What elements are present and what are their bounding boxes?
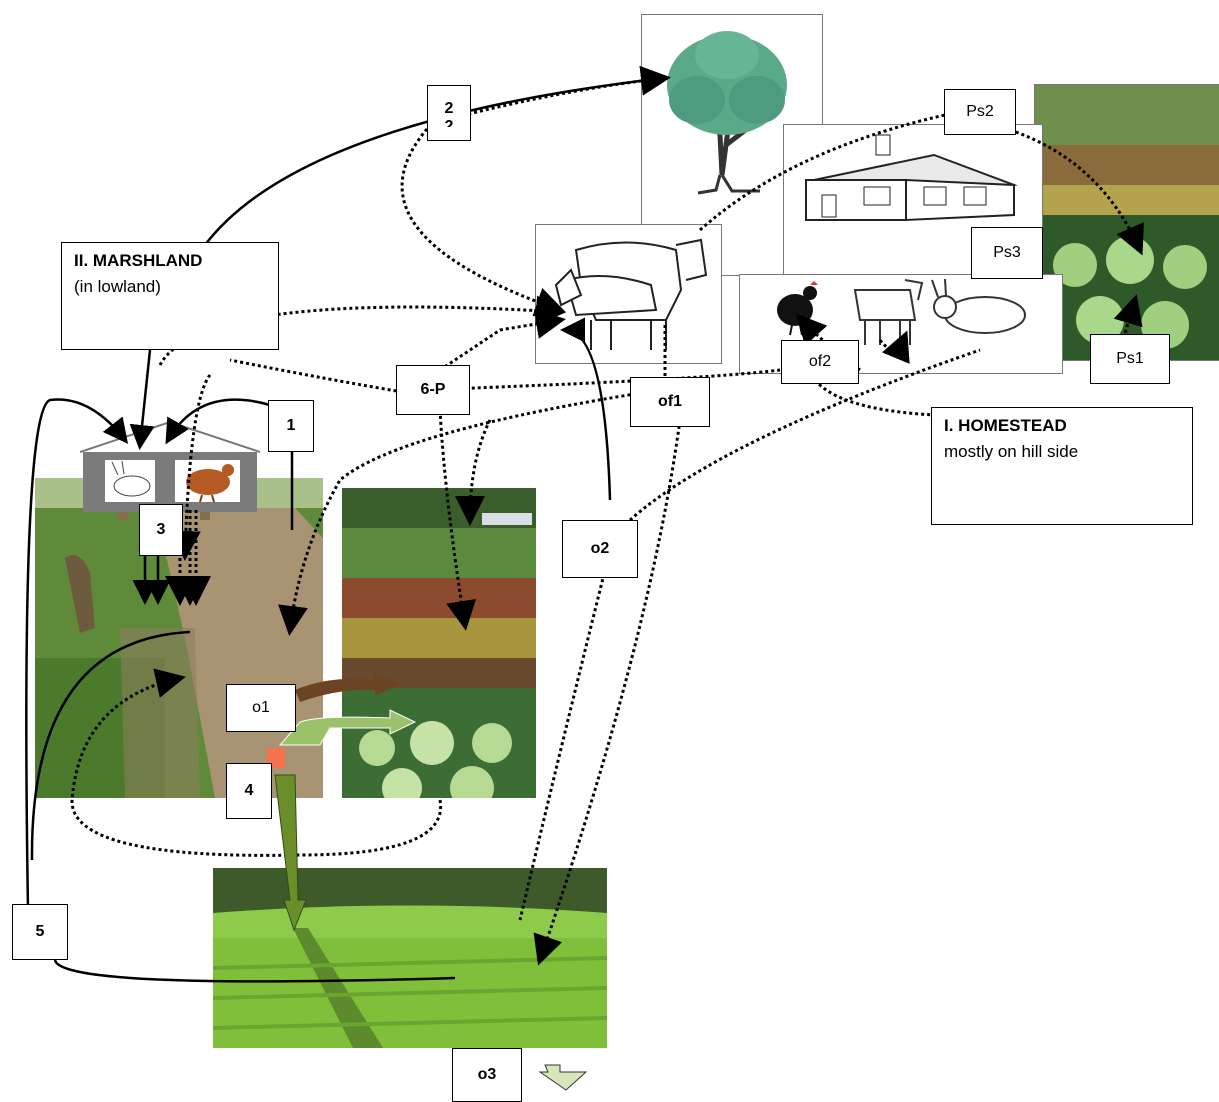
label-1: 1 <box>268 400 314 452</box>
label-o1: o1 <box>226 684 296 732</box>
marshland-label-box: II. MARSHLAND (in lowland) <box>61 242 279 350</box>
label-4-text: 4 <box>244 782 254 799</box>
homestead-subtitle: mostly on hill side <box>944 442 1079 461</box>
label-of1-text: of1 <box>658 393 682 410</box>
label-3: 3 <box>139 504 183 556</box>
label-2-line2: 2 <box>444 117 454 127</box>
label-ps2: Ps2 <box>944 89 1016 135</box>
label-2: 2 2 <box>427 85 471 141</box>
label-o1-text: o1 <box>252 699 270 716</box>
goat-icon <box>853 279 924 345</box>
label-of2-text: of2 <box>808 353 832 370</box>
label-4: 4 <box>226 763 272 819</box>
label-o3-text: o3 <box>477 1066 497 1083</box>
label-ps3-text: Ps3 <box>993 244 1021 261</box>
label-6p: 6-P <box>396 365 470 415</box>
label-of1: of1 <box>630 377 710 427</box>
homestead-title: I. HOMESTEAD <box>944 416 1067 435</box>
label-5: 5 <box>12 904 68 960</box>
label-o3: o3 <box>452 1048 522 1102</box>
label-5-text: 5 <box>35 923 45 940</box>
chicken-icon <box>777 281 818 336</box>
label-1-text: 1 <box>286 417 296 434</box>
marshland-title: II. MARSHLAND <box>74 251 203 270</box>
vegetable-garden-image-marshland <box>342 488 536 798</box>
label-6p-text: 6-P <box>420 381 446 398</box>
label-ps1: Ps1 <box>1090 334 1170 384</box>
label-2-line1: 2 <box>444 99 454 117</box>
rice-field-image <box>213 868 607 1048</box>
label-ps3: Ps3 <box>971 227 1043 279</box>
label-ps2-text: Ps2 <box>966 103 994 120</box>
label-3-text: 3 <box>156 521 166 538</box>
homestead-label-box: I. HOMESTEAD mostly on hill side <box>931 407 1193 525</box>
label-o2-text: o2 <box>590 540 610 557</box>
rabbit-icon <box>931 278 1026 334</box>
marshland-subtitle: (in lowland) <box>74 277 161 296</box>
label-of2: of2 <box>781 340 859 384</box>
cows-image <box>535 224 722 364</box>
label-o2: o2 <box>562 520 638 578</box>
cow-icon <box>554 238 708 350</box>
label-ps1-text: Ps1 <box>1116 350 1144 367</box>
